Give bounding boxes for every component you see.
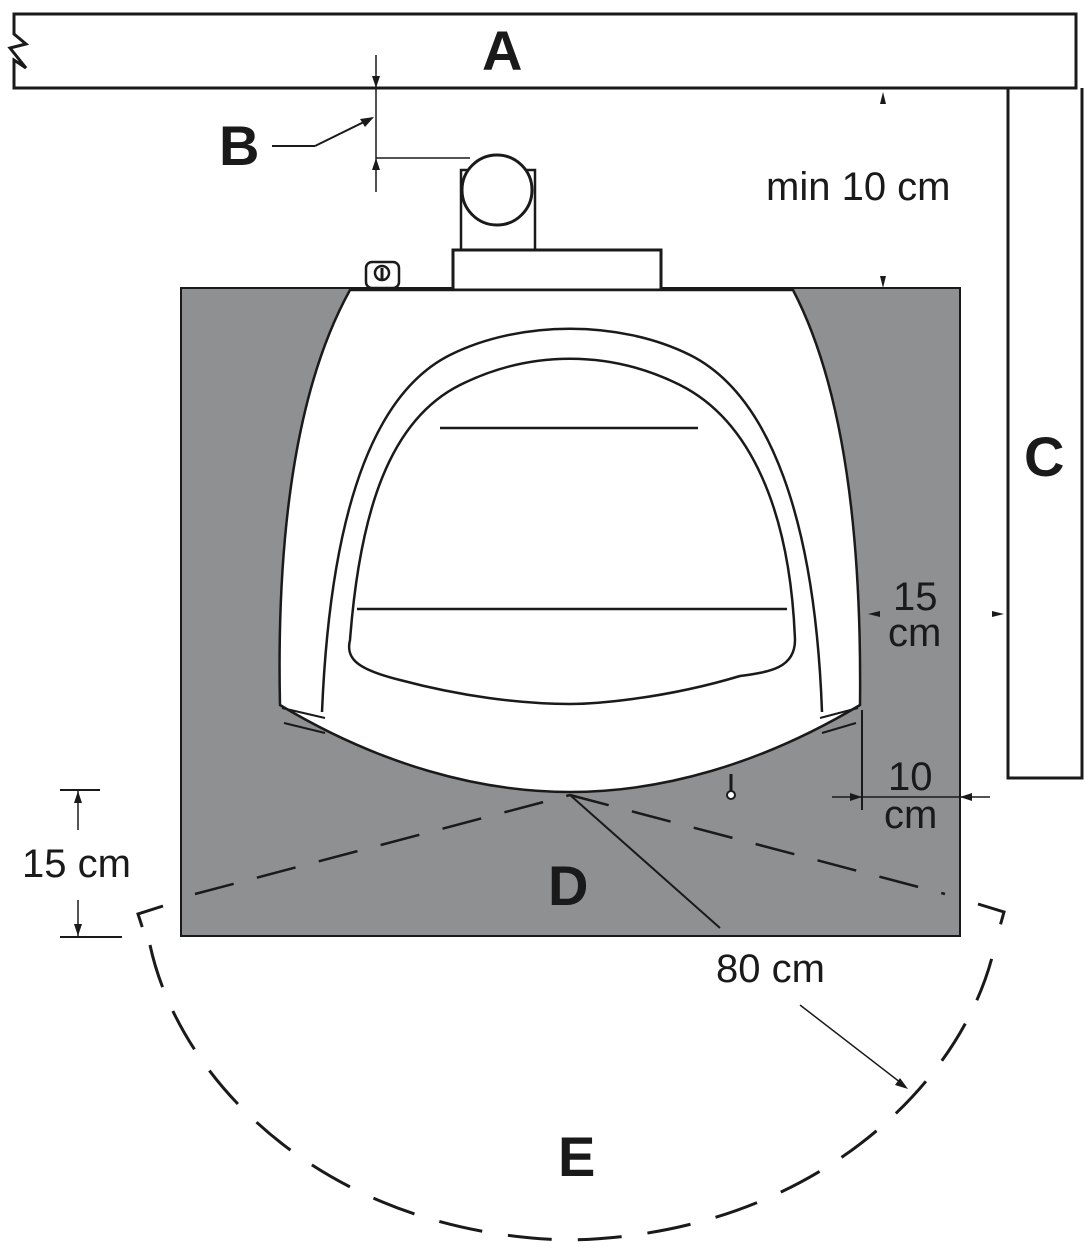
side-gap-bottom-value: 10: [888, 755, 933, 799]
dimension-b: [272, 55, 470, 192]
front-floor-marker: [60, 789, 122, 938]
radius-line: [569, 794, 908, 1089]
side-gap-bottom-marker: [832, 710, 990, 810]
side-gap-top-unit: cm: [888, 611, 941, 655]
label-d: D: [548, 854, 588, 917]
side-gap-bottom-unit: cm: [884, 793, 937, 837]
rear-gap-label: min 10 cm: [766, 165, 951, 209]
stove-body: [278, 288, 862, 794]
label-a: A: [482, 19, 522, 82]
label-c: C: [1024, 425, 1064, 488]
label-e: E: [558, 1125, 595, 1188]
dashed-sight-lines: [194, 793, 946, 896]
label-b: B: [219, 114, 259, 177]
bottom-probe: [726, 774, 736, 800]
side-gap-top-value: 15: [893, 575, 938, 619]
radius-label: 80 cm: [716, 947, 825, 991]
flue-collar: [451, 248, 663, 292]
top-knob: [364, 260, 401, 290]
flue-pipe: [459, 153, 537, 252]
dashed-arc: [136, 902, 1006, 1242]
side-wall: [1006, 88, 1084, 780]
front-floor-label: 15 cm: [22, 842, 131, 886]
rear-wall: [7, 12, 1078, 90]
